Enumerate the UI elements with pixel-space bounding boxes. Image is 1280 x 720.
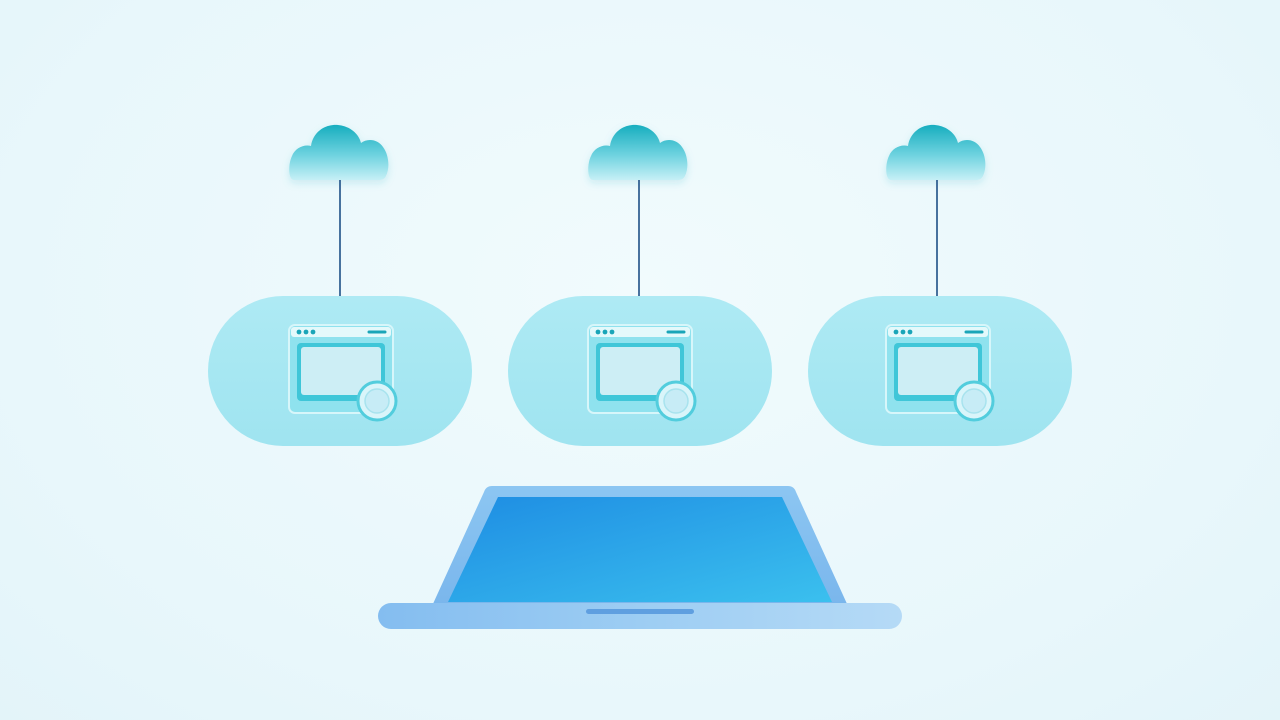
app-node-2: [508, 296, 772, 446]
browser-window-icon: [586, 323, 697, 422]
laptop-icon: [378, 486, 902, 629]
laptop-base: [378, 603, 902, 629]
cloud-3-icon: [886, 124, 986, 180]
cloud-1-icon: [289, 124, 389, 180]
app-node-3: [808, 296, 1072, 446]
browser-window-icon: [884, 323, 995, 422]
app-node-1: [208, 296, 472, 446]
browser-window-icon: [287, 323, 398, 422]
cloud-2-icon: [588, 124, 688, 180]
laptop-trackpad-notch: [586, 609, 694, 614]
laptop-screen: [448, 497, 832, 602]
